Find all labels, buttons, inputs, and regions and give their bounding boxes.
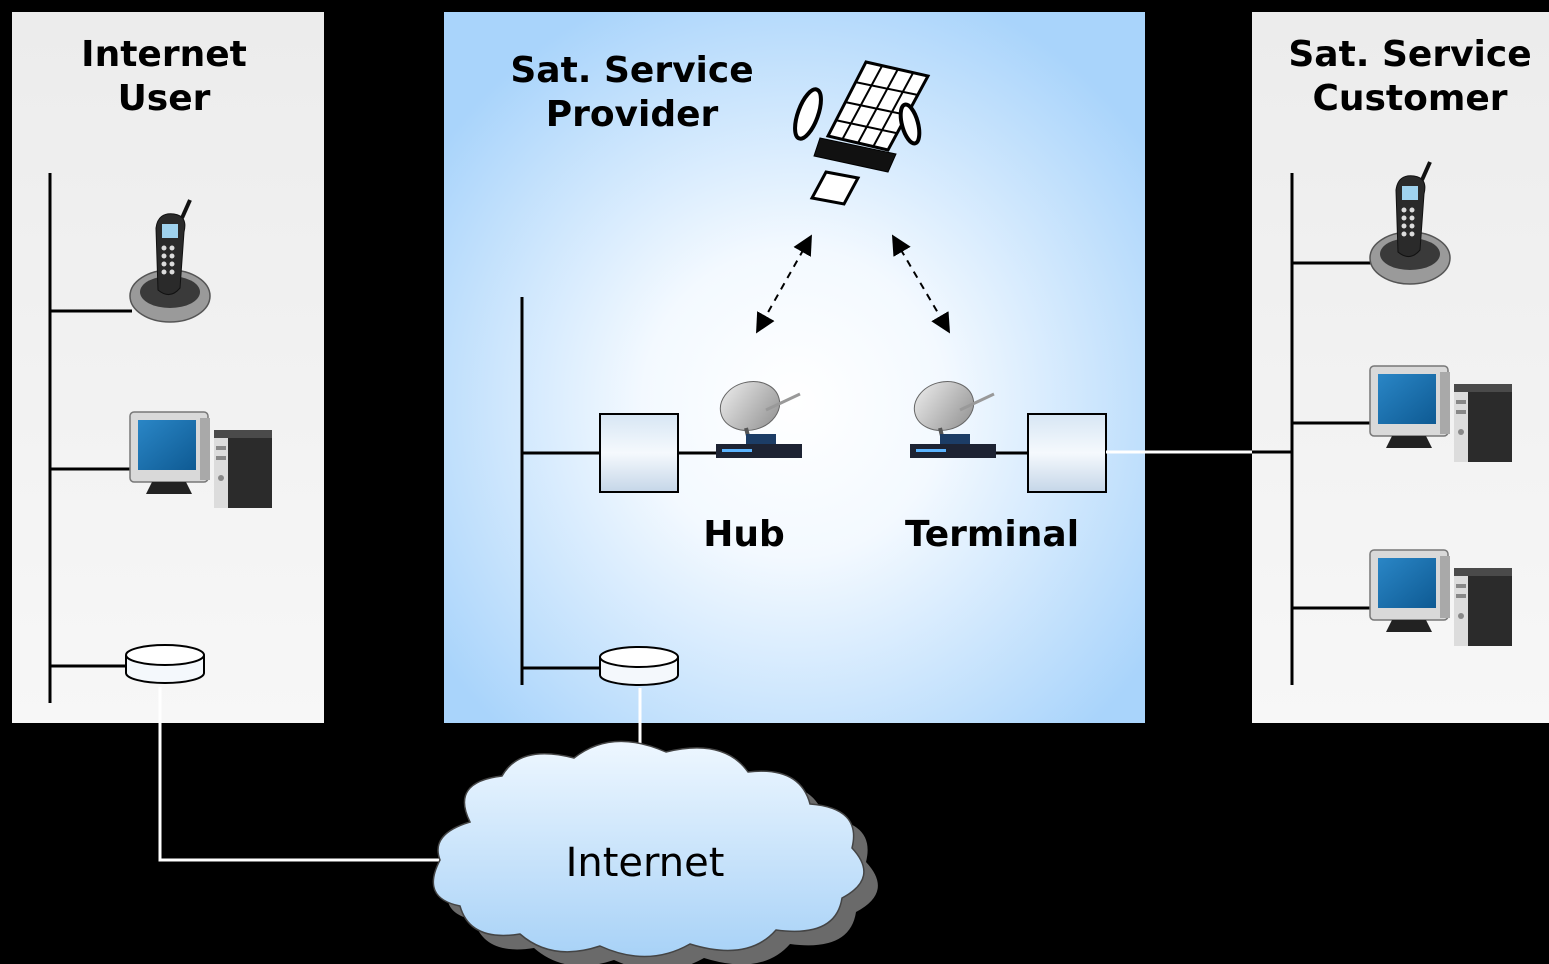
satellite-hub-link — [756, 234, 812, 334]
router-icon — [599, 646, 679, 686]
provider-title-line2: Provider — [546, 94, 719, 135]
terminal-label: Terminal — [905, 514, 1079, 555]
customer-lan — [1252, 173, 1372, 685]
cloud-icon — [432, 740, 878, 964]
provider-title-line1: Sat. Service — [510, 50, 753, 91]
internet-user-panel — [12, 12, 324, 723]
internet-user-lan — [48, 173, 132, 703]
satellite-icon — [793, 60, 931, 206]
cloud-label: Internet — [566, 840, 725, 886]
terminal-gateway-box — [1027, 413, 1107, 493]
router-icon — [125, 644, 205, 684]
internet-user-title-line1: Internet — [81, 34, 247, 75]
user-internet-link — [158, 687, 440, 862]
satellite-terminal-link — [891, 234, 951, 334]
customer-title-line2: Customer — [1312, 78, 1507, 119]
customer-title-line1: Sat. Service — [1288, 34, 1531, 75]
hub-gateway-box — [599, 413, 679, 493]
internet-user-title-line2: User — [118, 78, 211, 119]
provider-lan — [520, 297, 1028, 685]
hub-label: Hub — [703, 514, 785, 555]
